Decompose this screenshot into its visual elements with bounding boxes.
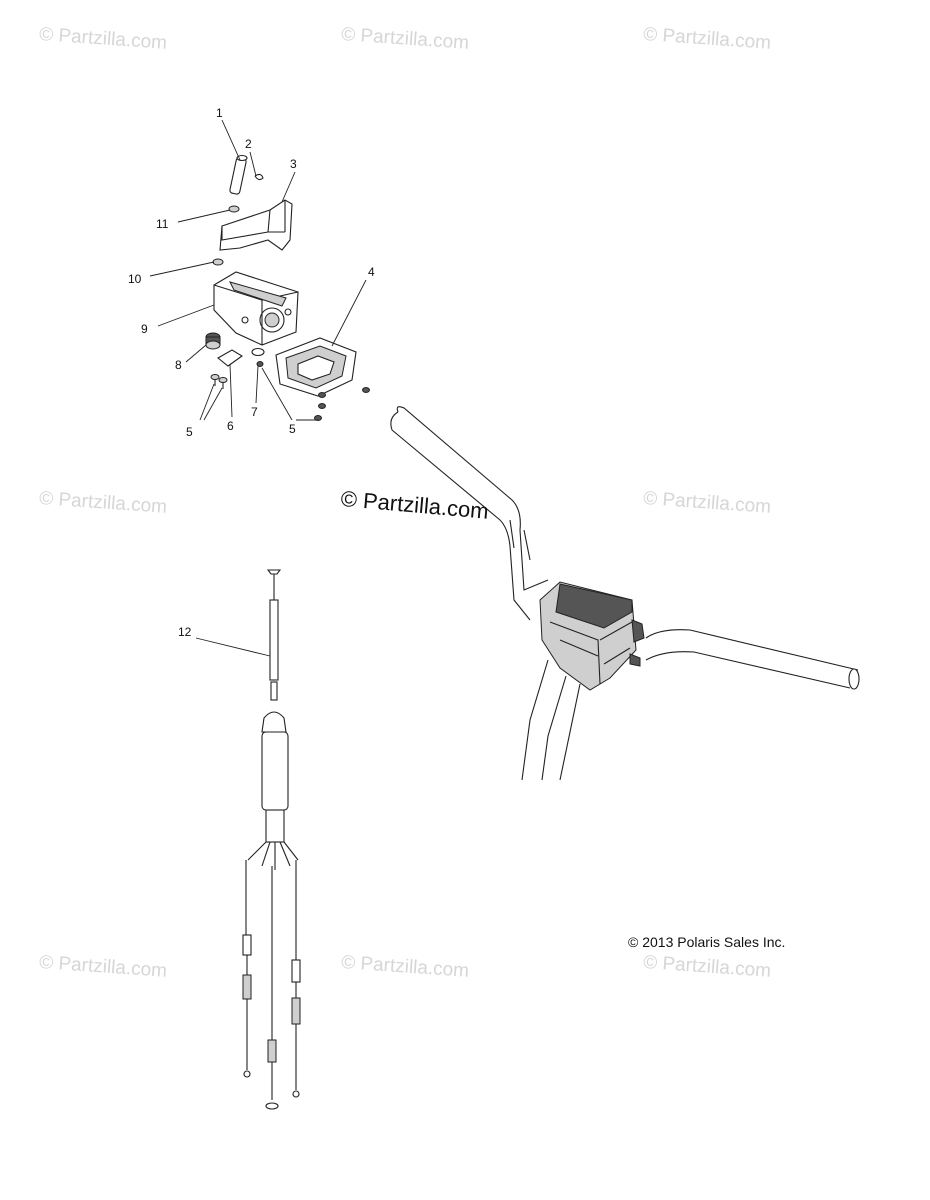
callout-4: 4 bbox=[368, 265, 375, 279]
part-plate bbox=[217, 349, 244, 367]
callout-11: 11 bbox=[156, 217, 169, 231]
callout-6: 6 bbox=[227, 419, 234, 433]
handlebar-illustration bbox=[390, 406, 860, 781]
part-washer-10 bbox=[212, 258, 224, 266]
callout-5-left: 5 bbox=[186, 425, 193, 439]
callout-3: 3 bbox=[290, 157, 297, 171]
part-washer-11 bbox=[228, 205, 240, 213]
callout-2: 2 bbox=[245, 137, 252, 151]
callout-labels: 1 2 3 11 10 4 9 8 7 5 6 5 12 bbox=[128, 106, 375, 639]
part-housing bbox=[213, 271, 299, 346]
leader-lines bbox=[149, 119, 367, 657]
callout-10: 10 bbox=[128, 272, 142, 286]
part-clip bbox=[254, 173, 264, 181]
part-screws-left bbox=[210, 374, 228, 389]
callout-12: 12 bbox=[178, 625, 192, 639]
part-screws-right bbox=[314, 387, 370, 421]
part-cover bbox=[275, 337, 357, 397]
part-washer-7 bbox=[251, 347, 265, 367]
throttle-housing-assembly bbox=[205, 154, 370, 421]
callout-8: 8 bbox=[175, 358, 182, 372]
callout-1: 1 bbox=[216, 106, 223, 120]
part-cable-assembly bbox=[242, 569, 301, 1110]
callout-5-right: 5 bbox=[289, 422, 296, 436]
part-lever bbox=[219, 199, 293, 251]
part-pin bbox=[229, 154, 248, 195]
callout-9: 9 bbox=[141, 322, 148, 336]
copyright-notice: © 2013 Polaris Sales Inc. bbox=[628, 934, 786, 950]
part-plug bbox=[205, 332, 221, 350]
callout-7: 7 bbox=[251, 405, 258, 419]
